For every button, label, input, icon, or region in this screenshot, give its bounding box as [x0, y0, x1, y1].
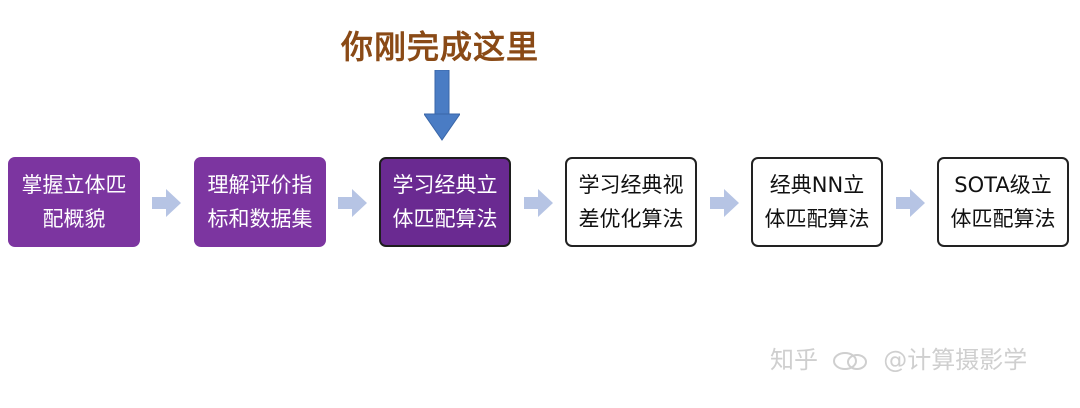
step-box-6: SOTA级立体匹配算法 [937, 157, 1069, 247]
step-box-2: 理解评价指标和数据集 [194, 157, 326, 247]
flow-arrow-icon-3 [524, 189, 553, 217]
step-box-4: 学习经典视差优化算法 [565, 157, 697, 247]
step-label-5: 经典NN立体匹配算法 [764, 173, 870, 231]
step-box-1: 掌握立体匹配概貌 [8, 157, 140, 247]
wechat-icon [832, 352, 867, 370]
flow-arrow-icon-4 [710, 189, 739, 217]
step-label-2: 理解评价指标和数据集 [207, 173, 313, 231]
watermark-brand: 知乎 [770, 346, 818, 374]
step-label-1: 掌握立体匹配概貌 [21, 173, 127, 231]
watermark-account: @计算摄影学 [883, 346, 1028, 374]
current-position-label: 你刚完成这里 [340, 28, 539, 66]
step-label-4: 学习经典视差优化算法 [578, 173, 684, 231]
step-box-3: 学习经典立体匹配算法 [379, 157, 511, 247]
flow-arrow-icon-5 [896, 189, 925, 217]
step-box-5: 经典NN立体匹配算法 [751, 157, 883, 247]
down-arrow-icon [424, 70, 460, 141]
step-label-3: 学习经典立体匹配算法 [392, 173, 498, 231]
watermark: 知乎 @计算摄影学 [770, 340, 1027, 375]
flow-arrow-icon-1 [152, 189, 181, 217]
step-label-6: SOTA级立体匹配算法 [950, 173, 1056, 231]
flow-arrow-icon-2 [338, 189, 367, 217]
